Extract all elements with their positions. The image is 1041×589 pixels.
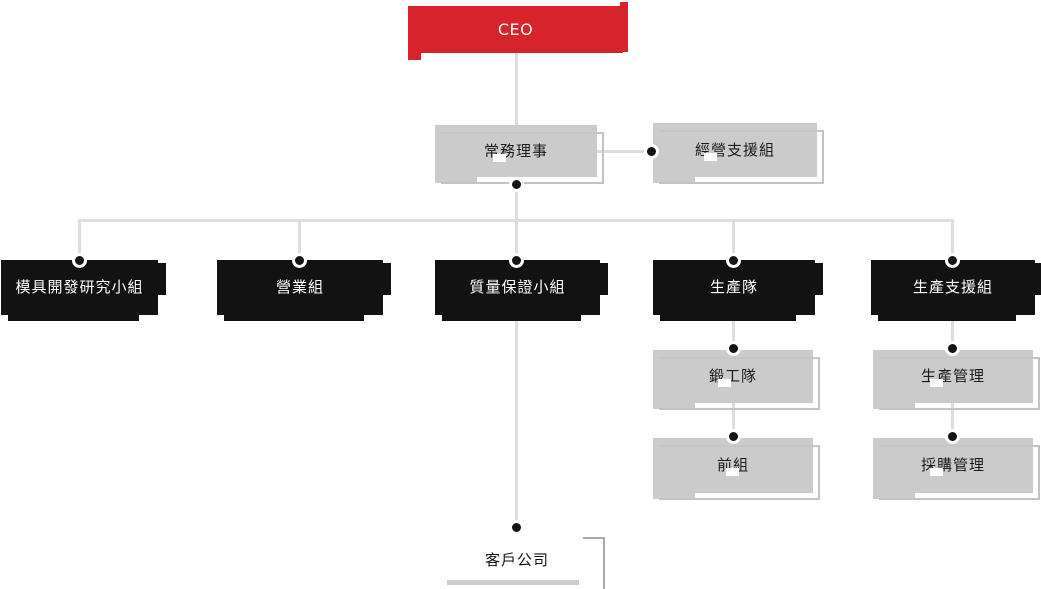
connector-md-down	[515, 177, 518, 222]
connector-team-to-forging	[732, 315, 735, 352]
dot-production-management	[945, 341, 960, 356]
dot-quality-assurance	[509, 253, 524, 268]
dot-customer-company	[509, 520, 524, 535]
dot-production-support	[945, 253, 960, 268]
dot-sales	[292, 253, 307, 268]
dot-purchasing-management	[945, 429, 960, 444]
node-ceo-label: CEO	[497, 19, 534, 39]
node-quality-assurance: 質量保證小組	[435, 260, 608, 321]
node-purchasing-management: 採購管理	[873, 438, 1040, 500]
node-management-support-label: 經營支援組	[694, 140, 775, 161]
node-sales-label: 營業組	[275, 278, 324, 296]
connector-drop-production-support	[951, 219, 954, 263]
node-production-management-label: 生產管理	[920, 367, 985, 387]
dot-front-group	[726, 429, 741, 444]
connector-prodmgmt-to-purchasing	[951, 403, 954, 440]
node-front-group-label: 前組	[716, 456, 749, 476]
connector-support-to-prodmgmt	[951, 315, 954, 352]
connector-ceo-to-md	[515, 53, 518, 125]
node-sales: 營業組	[217, 260, 391, 321]
dot-mold-development	[72, 253, 87, 268]
node-purchasing-management-label: 採購管理	[920, 456, 985, 476]
connector-drop-qa	[515, 219, 518, 263]
node-front-group: 前組	[653, 438, 820, 500]
node-managing-director-label: 常務理事	[483, 141, 548, 162]
dot-production-team	[726, 253, 741, 268]
node-production-support: 生產支援組	[871, 260, 1041, 321]
node-forging-team: 鍛工隊	[653, 350, 820, 410]
bracket-stub	[583, 537, 605, 539]
node-production-support-label: 生產支援組	[912, 278, 993, 296]
node-customer-company: 客戶公司	[437, 535, 605, 589]
node-customer-company-label: 客戶公司	[484, 550, 549, 569]
node-management-support: 經營支援組	[653, 123, 824, 184]
node-production-team: 生產隊	[653, 260, 823, 321]
connector-md-to-support	[597, 150, 653, 153]
connector-drop-mold	[78, 219, 81, 263]
node-quality-assurance-label: 質量保證小組	[469, 278, 566, 296]
node-ceo: CEO	[408, 2, 628, 60]
connector-qa-to-customer	[515, 315, 518, 537]
dot-forging-team	[726, 341, 741, 356]
node-mold-development: 模具開發研究小組	[1, 260, 166, 321]
dot-below-managing-director	[509, 177, 524, 192]
connector-forging-to-front	[732, 403, 735, 440]
node-production-team-label: 生產隊	[709, 278, 758, 296]
node-production-management: 生產管理	[873, 350, 1040, 410]
node-forging-team-label: 鍛工隊	[708, 367, 757, 387]
connector-drop-sales	[298, 219, 301, 263]
connector-drop-production-team	[732, 219, 735, 263]
node-managing-director: 常務理事	[435, 125, 604, 184]
dot-management-support	[644, 144, 659, 159]
node-mold-development-label: 模具開發研究小組	[15, 278, 144, 296]
